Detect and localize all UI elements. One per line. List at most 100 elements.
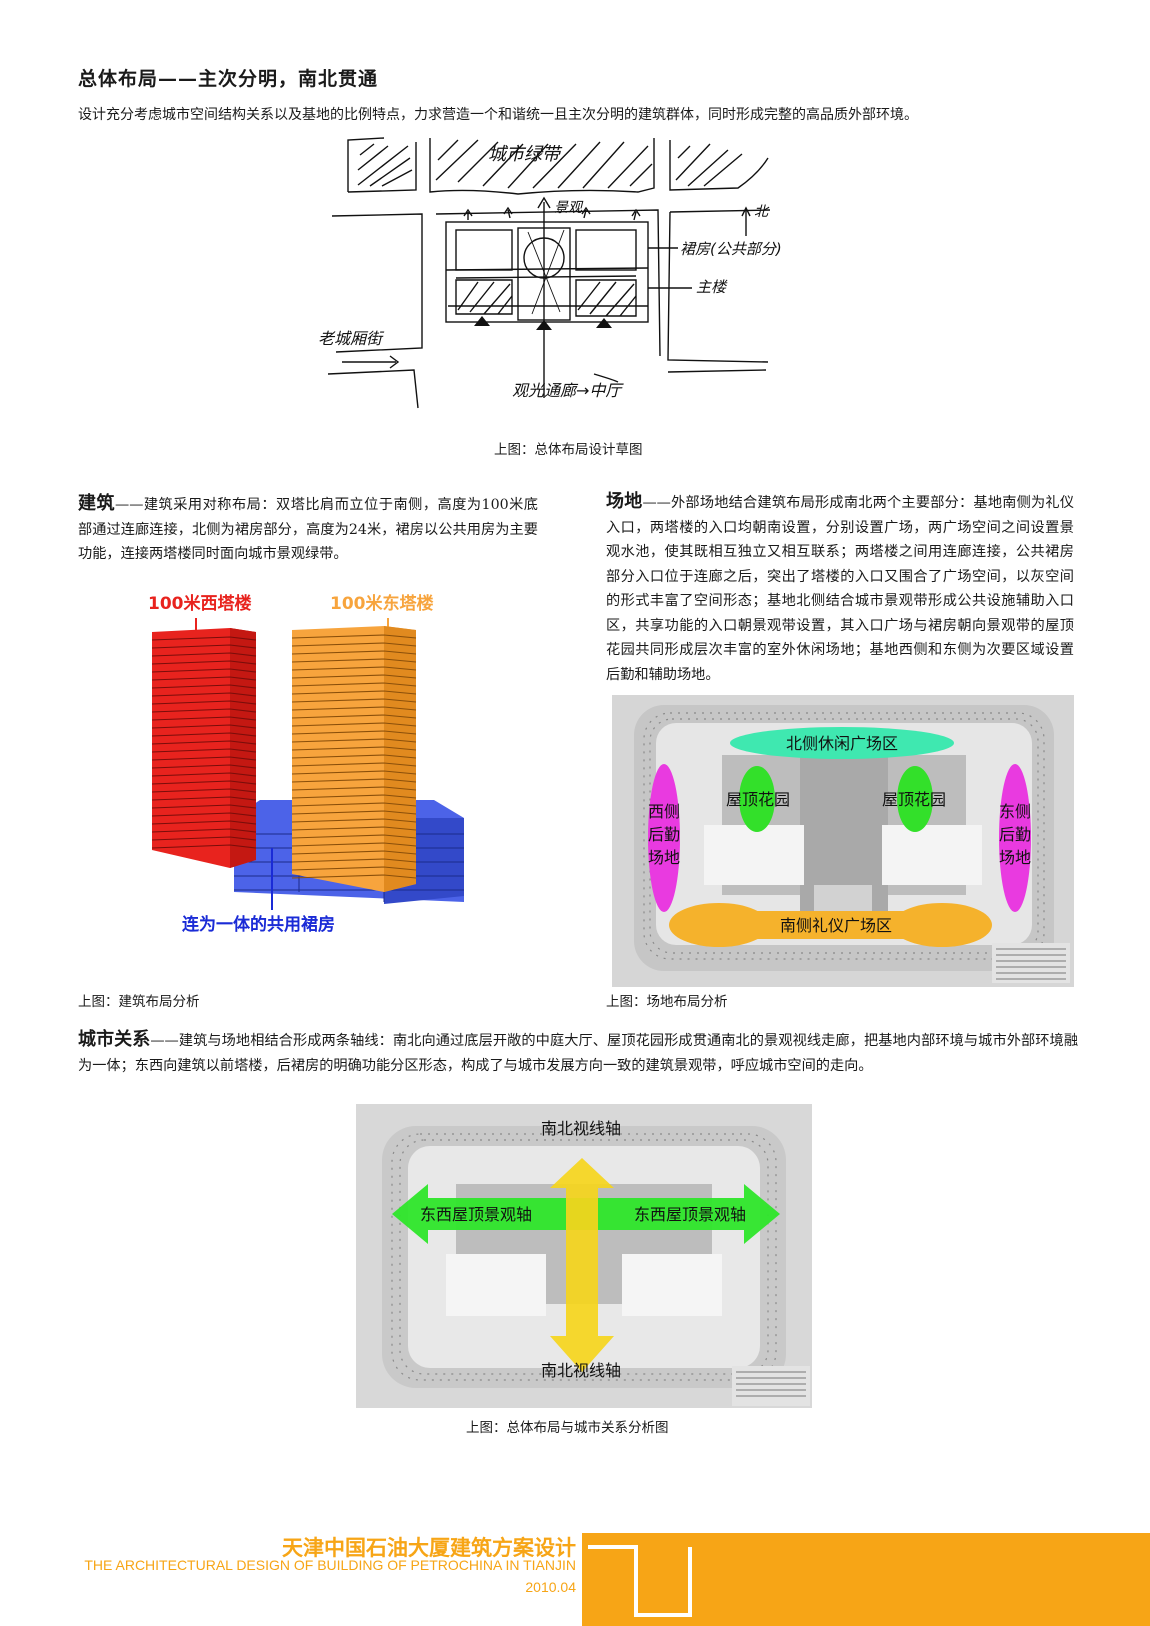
floor-line bbox=[291, 634, 417, 639]
floor-line bbox=[291, 714, 417, 719]
floor-line bbox=[291, 826, 417, 831]
city-text: ——建筑与场地相结合形成两条轴线：南北向通过底层开敞的中庭大厅、屋顶花园形成贯通… bbox=[78, 1033, 1079, 1074]
north-plaza-label: 北侧休闲广场区 bbox=[786, 734, 898, 753]
west-service-zone bbox=[648, 764, 680, 912]
floor-line bbox=[291, 642, 417, 647]
floor-line bbox=[291, 842, 417, 847]
roof-garden-west-label: 屋顶花园 bbox=[726, 790, 790, 809]
floor-line bbox=[291, 786, 417, 791]
intro-paragraph: 设计充分考虑城市空间结构关系以及基地的比例特点，力求营造一个和谐统一且主次分明的… bbox=[78, 107, 918, 123]
east-service-label-2: 后勤 bbox=[999, 825, 1031, 844]
floor-line bbox=[151, 796, 257, 801]
podium-label: 连为一体的共用裙房 bbox=[182, 914, 335, 935]
floor-line bbox=[291, 730, 417, 735]
roof-garden-west-zone bbox=[739, 766, 775, 832]
west-tower-mass bbox=[151, 628, 257, 868]
east-service-zone bbox=[999, 764, 1031, 912]
floor-line bbox=[151, 772, 257, 777]
floor-line bbox=[151, 676, 257, 681]
roof-garden-east-label: 屋顶花园 bbox=[882, 790, 946, 809]
west-service-label-3: 场地 bbox=[648, 848, 680, 867]
site-caption: 上图：场地布局分析 bbox=[606, 994, 728, 1010]
footer-accent-bar bbox=[582, 1533, 1150, 1626]
roof-garden-east-zone bbox=[897, 766, 933, 832]
floor-line bbox=[151, 716, 257, 721]
city-relation-diagram: 南北视线轴 南北视线轴 东西屋顶景观轴 东西屋顶景观轴 bbox=[356, 1104, 812, 1408]
ns-axis-label-top: 南北视线轴 bbox=[541, 1119, 621, 1138]
floor-line bbox=[151, 828, 257, 833]
footer-subtitle: THE ARCHITECTURAL DESIGN OF BUILDING OF … bbox=[84, 1557, 576, 1573]
north-south-axis-arrow bbox=[550, 1158, 614, 1372]
east-service-label-1: 东侧 bbox=[999, 802, 1031, 821]
sketch-label-view: 景观 bbox=[554, 200, 584, 216]
floor-line bbox=[151, 804, 257, 809]
floor-line bbox=[151, 820, 257, 825]
building-text: ——建筑采用对称布局：双塔比肩而立位于南侧，高度为100米底部通过连廊连接，北侧… bbox=[78, 497, 538, 562]
sketch-label-west-road: 老城厢街 bbox=[318, 329, 385, 348]
floor-line bbox=[291, 682, 417, 687]
floor-line bbox=[291, 666, 417, 671]
city-caption: 上图：总体布局与城市关系分析图 bbox=[466, 1420, 669, 1436]
floor-line bbox=[291, 810, 417, 815]
site-paragraph: 场地——外部场地结合建筑布局形成南北两个主要部分：基地南侧为礼仪入口，两塔楼的入… bbox=[606, 490, 1074, 687]
floor-line bbox=[151, 700, 257, 705]
sketch-label-green-belt: 城市绿带 bbox=[488, 144, 563, 165]
footer-date: 2010.04 bbox=[525, 1579, 576, 1595]
floor-line bbox=[291, 706, 417, 711]
floor-line bbox=[151, 684, 257, 689]
floor-line bbox=[151, 692, 257, 697]
floor-line bbox=[291, 722, 417, 727]
floor-line bbox=[291, 674, 417, 679]
floor-line bbox=[291, 738, 417, 743]
sketch-label-north: 北 bbox=[754, 204, 770, 220]
floor-line bbox=[291, 834, 417, 839]
floor-line bbox=[291, 770, 417, 775]
west-service-label-2: 后勤 bbox=[648, 825, 680, 844]
floor-line bbox=[151, 756, 257, 761]
building-lead: 建筑 bbox=[78, 493, 115, 514]
floor-line bbox=[151, 764, 257, 769]
floor-line bbox=[291, 698, 417, 703]
south-plaza-label: 南侧礼仪广场区 bbox=[780, 916, 892, 935]
floor-line bbox=[151, 836, 257, 841]
site-lead: 场地 bbox=[606, 491, 643, 512]
floor-line bbox=[291, 850, 417, 855]
floor-line bbox=[291, 690, 417, 695]
east-tower-mass bbox=[291, 626, 417, 892]
floor-line bbox=[291, 858, 417, 863]
site-text: ——外部场地结合建筑布局形成南北两个主要部分：基地南侧为礼仪入口，两塔楼的入口均… bbox=[606, 495, 1075, 683]
floor-line bbox=[151, 724, 257, 729]
ew-axis-label-left: 东西屋顶景观轴 bbox=[420, 1205, 532, 1224]
floor-line bbox=[151, 788, 257, 793]
floor-line bbox=[291, 658, 417, 663]
floor-line bbox=[151, 780, 257, 785]
floor-line bbox=[291, 754, 417, 759]
city-paragraph: 城市关系——建筑与场地相结合形成两条轴线：南北向通过底层开敞的中庭大厅、屋顶花园… bbox=[78, 1028, 1078, 1078]
ns-axis-label-bottom: 南北视线轴 bbox=[541, 1361, 621, 1380]
floor-line bbox=[151, 732, 257, 737]
east-service-label-3: 场地 bbox=[999, 848, 1031, 867]
footer-logo-mark bbox=[588, 1545, 692, 1617]
sketch-caption: 上图：总体布局设计草图 bbox=[494, 442, 643, 458]
sketch-label-podium: 裙房(公共部分) bbox=[680, 240, 782, 258]
floor-line bbox=[291, 762, 417, 767]
floor-line bbox=[291, 746, 417, 751]
city-lead: 城市关系 bbox=[78, 1029, 151, 1050]
floor-line bbox=[151, 668, 257, 673]
floor-line bbox=[151, 652, 257, 657]
east-tower-label: 100米东塔楼 bbox=[330, 593, 434, 614]
sketch-label-tower: 主楼 bbox=[696, 278, 728, 296]
building-massing-diagram: 100米西塔楼 100米东塔楼 连为一体的共用裙房 bbox=[148, 593, 464, 935]
floor-line bbox=[291, 866, 417, 871]
floor-line bbox=[151, 740, 257, 745]
floor-line bbox=[151, 844, 257, 849]
floor-line bbox=[151, 812, 257, 817]
floor-line bbox=[291, 794, 417, 799]
north-plaza-zone bbox=[730, 727, 954, 759]
floor-line bbox=[151, 708, 257, 713]
floor-line bbox=[291, 874, 417, 879]
floor-line bbox=[151, 660, 257, 665]
building-caption: 上图：建筑布局分析 bbox=[78, 994, 200, 1010]
ew-axis-label-right: 东西屋顶景观轴 bbox=[634, 1205, 746, 1224]
west-service-label-1: 西侧 bbox=[648, 802, 680, 821]
